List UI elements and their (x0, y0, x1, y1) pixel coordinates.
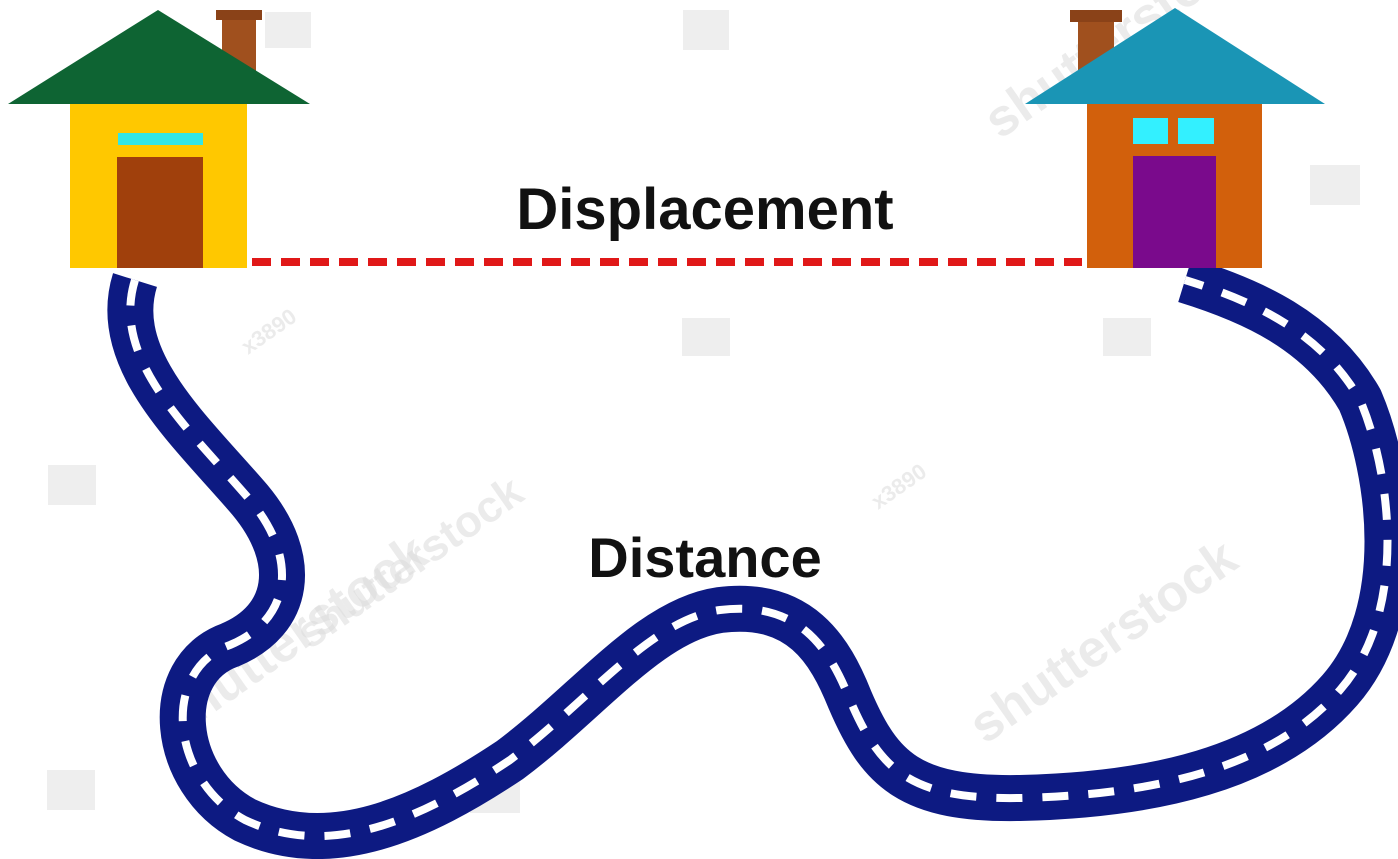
watermark-text: shutterstock (288, 466, 533, 658)
roof (8, 10, 310, 104)
watermark-code: x3890 (237, 304, 301, 360)
chimney-cap (1070, 10, 1122, 22)
watermark-tile (683, 10, 729, 50)
door (1133, 156, 1216, 268)
watermark-tile (47, 770, 95, 810)
watermark-tile (682, 318, 730, 356)
left-house (8, 10, 310, 268)
door (117, 157, 203, 268)
displacement-label: Displacement (516, 177, 893, 242)
watermark-tile (1310, 165, 1360, 205)
window-right (1178, 118, 1214, 144)
watermark-code: x3890 (867, 459, 931, 515)
distance-label: Distance (588, 526, 821, 589)
chimney-cap (216, 10, 262, 20)
window-left (1133, 118, 1168, 144)
watermark-text: shutterstock (959, 528, 1248, 755)
window (118, 133, 203, 145)
watermark-tile (48, 465, 96, 505)
watermark-tile (1103, 318, 1151, 356)
watermark-tile (265, 12, 311, 48)
